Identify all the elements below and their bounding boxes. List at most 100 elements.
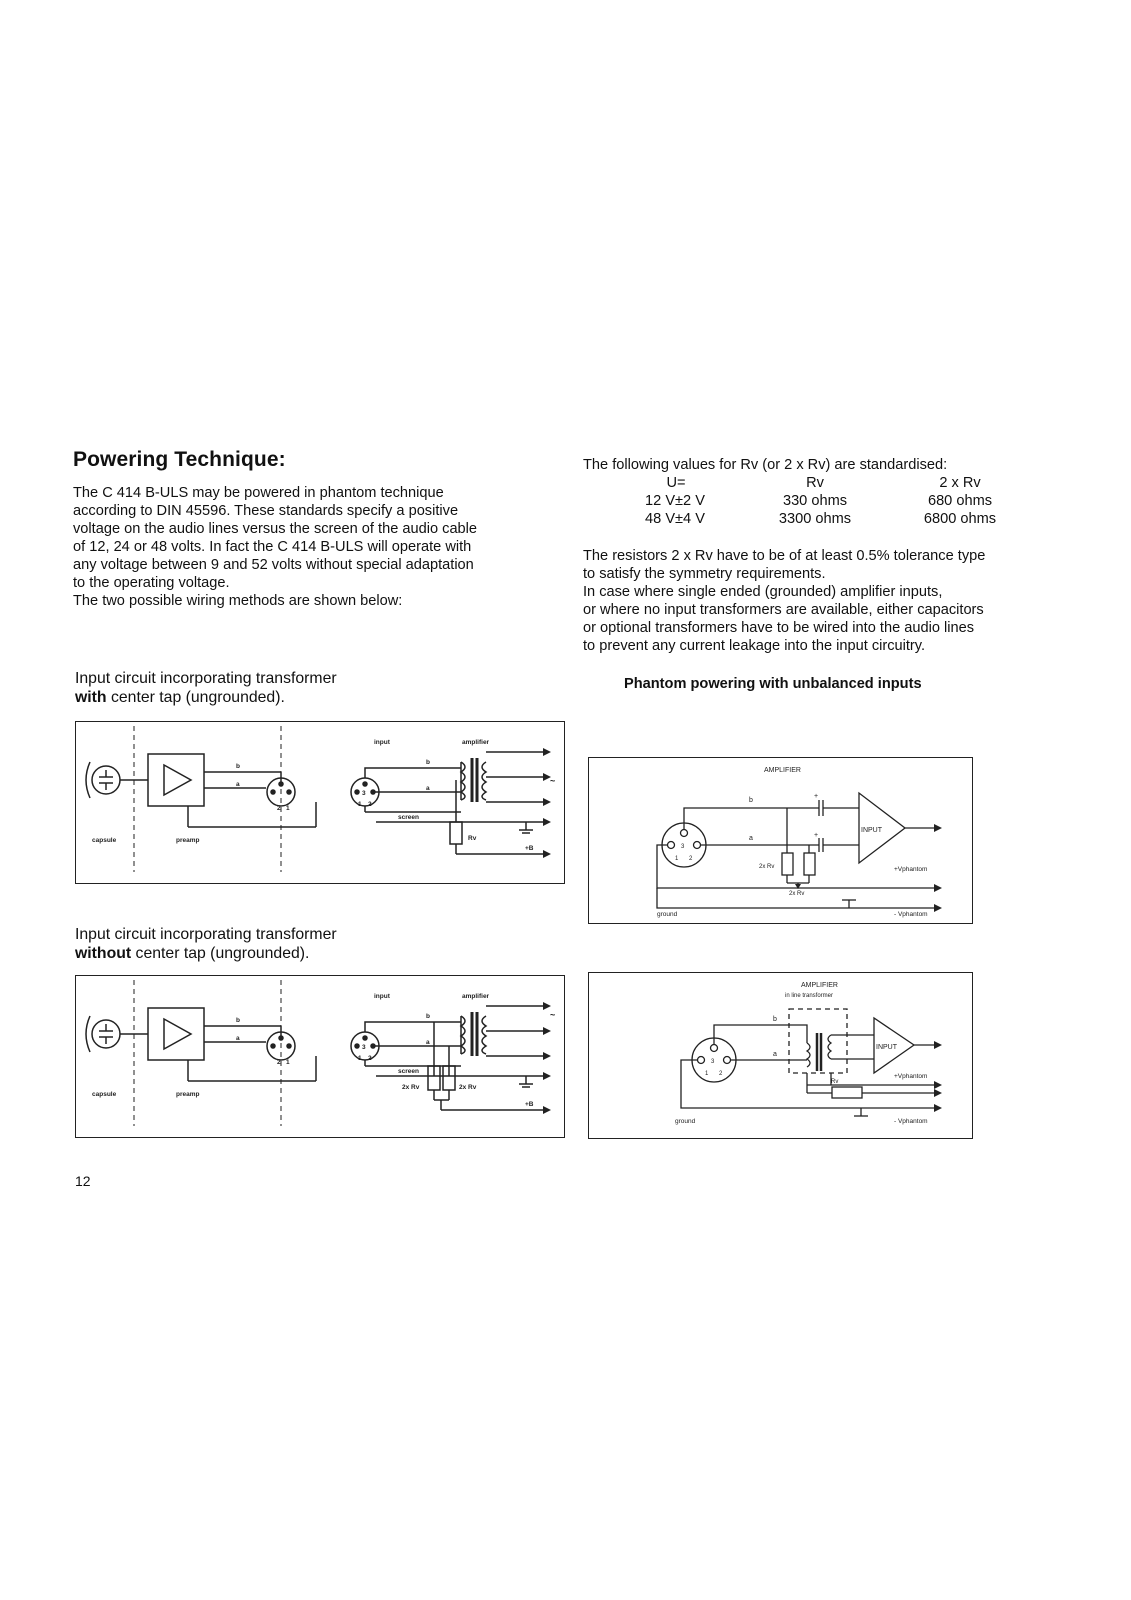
label-2x-rv: 2x Rv (402, 1084, 420, 1091)
svg-text:+: + (814, 793, 818, 800)
pin-label: 2 (368, 801, 372, 808)
label-2x-rv: 2x Rv (789, 891, 804, 897)
pin-label: 2 (719, 1071, 723, 1077)
intro-line: according to DIN 45596. These standards … (73, 503, 459, 519)
rv-table-header-rv: Rv (806, 475, 824, 491)
label-plus-vphantom: +Vphantom (894, 1073, 927, 1080)
rv-table-header-u: U= (666, 475, 686, 491)
label-b: b (236, 763, 240, 770)
label-b: b (773, 1016, 777, 1023)
pin-label: 1 (358, 801, 362, 808)
pin-label: 1 (286, 805, 290, 812)
circuit-diagram: capsule preamp input amplifier b a b a s… (85, 726, 555, 872)
intro-line: of 12, 24 or 48 volts. In fact the C 414… (73, 539, 472, 555)
caption-with-center-tap: Input circuit incorporating transformer … (75, 669, 337, 707)
label-in-line-transformer: in line transformer (785, 993, 833, 999)
tolerance-paragraph: The resistors 2 x Rv have to be of at le… (583, 547, 1053, 655)
intro-paragraph: The C 414 B-ULS may be powered in phanto… (73, 484, 543, 610)
rv-table-cell: 3300 ohms (778, 511, 852, 527)
page-number: 12 (75, 1173, 91, 1189)
intro-line: any voltage between 9 and 52 volts witho… (73, 557, 474, 573)
intro-line: to the operating voltage. (73, 575, 230, 591)
diagram-unbalanced-transformer: AMPLIFIER in line transformer INPUT b a … (588, 972, 973, 1139)
diagram-unbalanced-capacitors: AMPLIFIER INPUT b a ++ 2x Rv 2x Rv +Vpha… (588, 757, 973, 924)
pin-label: 1 (358, 1055, 362, 1062)
circuit-diagram: capsule preamp input amplifier b a b a s… (85, 980, 555, 1126)
intro-line: voltage on the audio lines versus the sc… (73, 521, 478, 537)
pin-label: 2 (277, 805, 281, 812)
label-2x-rv: 2x Rv (459, 1084, 477, 1091)
label-preamp: preamp (176, 837, 200, 844)
diagram-with-center-tap: capsule preamp input amplifier b a b a s… (75, 721, 565, 884)
intro-line: The two possible wiring methods are show… (73, 593, 403, 609)
caption-line: Input circuit incorporating transformer (75, 670, 337, 687)
caption-bold: without (75, 945, 132, 962)
label-plus-b: +B (525, 1101, 534, 1108)
label-a: a (236, 1035, 240, 1042)
tolerance-line: In case where single ended (grounded) am… (583, 584, 943, 600)
label-input: input (374, 993, 391, 1000)
caption-bold: with (75, 689, 107, 706)
label-a: a (426, 1039, 430, 1046)
label-a: a (426, 785, 430, 792)
label-screen: screen (398, 1068, 419, 1075)
pin-label: 2 (689, 856, 693, 862)
label-amplifier: AMPLIFIER (764, 767, 801, 774)
label-amplifier: amplifier (462, 739, 490, 746)
label-plus-vphantom: +Vphantom (894, 866, 927, 873)
label-screen: screen (398, 814, 419, 821)
page-title: Powering Technique: (73, 448, 286, 471)
tolerance-line: or where no input transformers are avail… (583, 602, 984, 618)
pin-label: 3 (362, 790, 366, 797)
label-b: b (426, 759, 430, 766)
tolerance-line: to prevent any current leakage into the … (583, 638, 926, 654)
label-rv: Rv (831, 1079, 838, 1085)
pin-label: 3 (681, 844, 685, 850)
label-plus-b: +B (525, 845, 534, 852)
pin-label: 1 (675, 856, 679, 862)
pin-label: 1 (286, 1059, 290, 1066)
rv-table-cell: 48 V±4 V (645, 511, 705, 527)
label-a: a (773, 1051, 777, 1058)
label-amplifier: amplifier (462, 993, 490, 1000)
intro-line: The C 414 B-ULS may be powered in phanto… (73, 485, 444, 501)
pin-label: 2 (277, 1059, 281, 1066)
tolerance-line: or optional transformers have to be wire… (583, 620, 975, 636)
tolerance-line: to satisfy the symmetry requirements. (583, 566, 826, 582)
tolerance-line: The resistors 2 x Rv have to be of at le… (583, 548, 986, 564)
label-preamp: preamp (176, 1091, 200, 1098)
subheading: Phantom powering with unbalanced inputs (624, 676, 922, 692)
label-b: b (426, 1013, 430, 1020)
caption-line: Input circuit incorporating transformer (75, 926, 337, 943)
circuit-diagram: AMPLIFIER in line transformer INPUT b a … (675, 982, 942, 1125)
caption-without-center-tap: Input circuit incorporating transformer … (75, 925, 337, 963)
label-ac: ~ (550, 776, 555, 786)
rv-table-cell: 330 ohms (782, 493, 848, 509)
pin-label: 3 (362, 1044, 366, 1051)
rv-table-header-2rv: 2 x Rv (939, 475, 981, 491)
label-ac: ~ (550, 1010, 555, 1020)
caption-rest: center tap (ungrounded). (131, 945, 310, 962)
label-b: b (236, 1017, 240, 1024)
pin-label: 2 (368, 1055, 372, 1062)
label-minus-vphantom: - Vphantom (894, 911, 928, 918)
pin-label: 3 (711, 1059, 715, 1065)
label-input: INPUT (861, 827, 883, 834)
label-input: input (374, 739, 391, 746)
diagram-without-center-tap: capsule preamp input amplifier b a b a s… (75, 975, 565, 1138)
rv-intro: The following values for Rv (or 2 x Rv) … (583, 457, 948, 473)
rv-table-cell: 680 ohms (927, 493, 993, 509)
label-ground: ground (675, 1118, 696, 1125)
svg-text:+: + (814, 832, 818, 839)
label-capsule: capsule (92, 1091, 117, 1098)
label-minus-vphantom: - Vphantom (894, 1118, 928, 1125)
circuit-diagram: AMPLIFIER INPUT b a ++ 2x Rv 2x Rv +Vpha… (656, 767, 942, 918)
label-b: b (749, 797, 753, 804)
label-amplifier: AMPLIFIER (801, 982, 838, 989)
pin-label: 1 (705, 1071, 709, 1077)
label-2x-rv: 2x Rv (759, 864, 774, 870)
label-a: a (236, 781, 240, 788)
caption-rest: center tap (ungrounded). (106, 689, 285, 706)
label-ground: ground (657, 911, 678, 918)
label-rv: Rv (468, 835, 477, 842)
